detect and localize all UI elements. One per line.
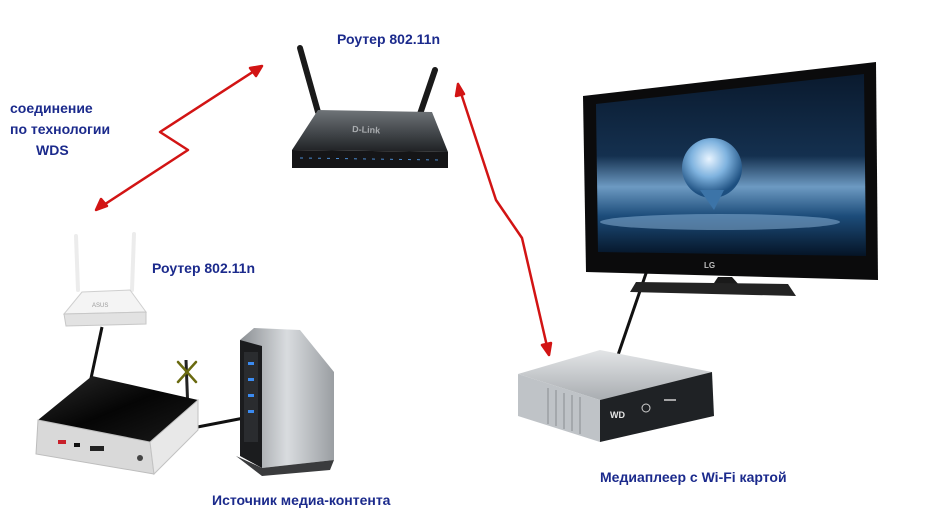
wds-link bbox=[95, 64, 263, 212]
media-player-icon: WD bbox=[518, 350, 714, 442]
tv-brand: LG bbox=[704, 261, 715, 270]
router-icon: D-Link bbox=[292, 45, 448, 168]
media-source-label: Источник медиа-контента bbox=[212, 492, 391, 508]
broken-antenna-icon bbox=[176, 360, 198, 384]
wds-label-line: по технологии bbox=[10, 121, 111, 137]
tv-icon: LG bbox=[583, 62, 878, 296]
wds-label-line: WDS bbox=[36, 142, 69, 158]
nas-icon bbox=[236, 328, 334, 476]
router-icon: ASUS bbox=[62, 232, 147, 327]
mini-pc-icon bbox=[35, 359, 199, 476]
wireless-link-icon bbox=[94, 64, 553, 357]
media-player-brand: WD bbox=[610, 410, 625, 420]
wifi-link bbox=[456, 83, 551, 356]
router-top-brand: D-Link bbox=[352, 124, 381, 136]
cable-router-to-pc bbox=[88, 326, 104, 384]
router-top-label: Роутер 802.11n bbox=[337, 31, 440, 47]
wds-connection-label: соединение по технологии WDS bbox=[10, 98, 110, 161]
router-left-brand: ASUS bbox=[92, 303, 108, 309]
router-left-label: Роутер 802.11n bbox=[152, 260, 255, 276]
media-player-label: Медиаплеер с Wi-Fi картой bbox=[600, 469, 787, 485]
wds-label-line: соединение bbox=[10, 100, 93, 116]
